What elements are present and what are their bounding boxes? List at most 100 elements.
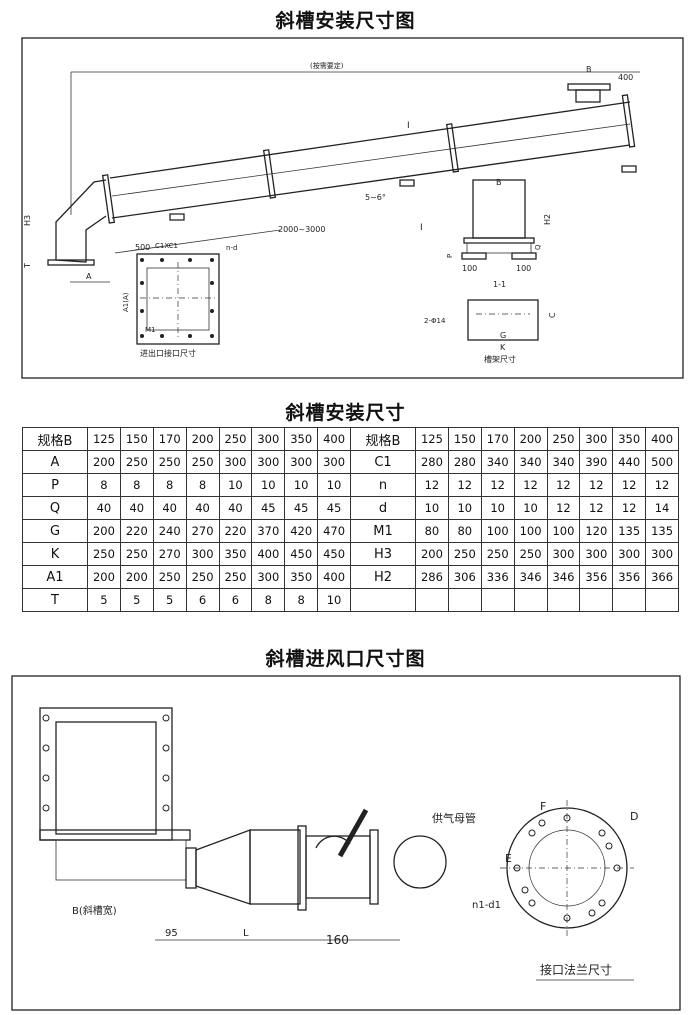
table-cell: 300	[185, 542, 220, 566]
label-h3: H3	[23, 215, 32, 226]
table-cell: 12	[415, 473, 449, 497]
table-cell: 10	[317, 473, 351, 497]
table-cell: 240	[152, 519, 187, 543]
table-cell: 500	[645, 450, 679, 474]
table-cell: 270	[185, 519, 220, 543]
table-cell: 440	[612, 450, 647, 474]
table-cell: 10	[251, 473, 286, 497]
row-label: T	[22, 588, 88, 612]
size-header: 350	[612, 427, 647, 451]
table-cell: 300	[317, 450, 351, 474]
dim-500: 500	[135, 243, 150, 252]
label-d: D	[630, 810, 638, 823]
air-inlet-pipe	[185, 808, 447, 911]
label-supply-pipe: 供气母管	[432, 811, 476, 825]
header-label: 规格B	[350, 427, 416, 451]
port-flange-view	[136, 253, 220, 345]
size-header: 400	[645, 427, 679, 451]
size-header: 200	[185, 427, 220, 451]
table-cell: 45	[251, 496, 286, 520]
size-header: 170	[480, 427, 515, 451]
label-a: A	[86, 272, 92, 281]
table-cell: 40	[152, 496, 187, 520]
size-header: 150	[119, 427, 154, 451]
label-n-d: n-d	[226, 244, 237, 252]
size-header: 170	[152, 427, 187, 451]
size-header: 350	[284, 427, 319, 451]
table-cell: 200	[87, 519, 121, 543]
row-label: P	[22, 473, 88, 497]
table-cell: 280	[415, 450, 449, 474]
dim-100-right: 100	[516, 264, 531, 273]
table-cell: 470	[317, 519, 351, 543]
table-cell: 12	[546, 496, 581, 520]
label-holes: 2-Φ14	[424, 317, 446, 325]
dim-400: 400	[618, 73, 633, 82]
table-cell: 200	[119, 565, 154, 589]
label-b: B	[586, 65, 592, 74]
empty-cell	[350, 588, 416, 612]
table-cell: 10	[447, 496, 482, 520]
label-e: E	[505, 852, 512, 865]
section-label: 1-1	[493, 280, 506, 289]
table-cell: 12	[447, 473, 482, 497]
table-cell: 12	[513, 473, 548, 497]
drawing-frame	[21, 37, 684, 379]
install-table-title: 斜槽安装尺寸	[285, 402, 406, 424]
table-cell: 100	[546, 519, 581, 543]
table-cell: 6	[218, 588, 253, 612]
overall-length-note: (按需要定)	[310, 61, 344, 70]
flange-view	[500, 800, 634, 936]
table-cell: 300	[284, 450, 319, 474]
table-cell: 250	[152, 565, 187, 589]
table-cell: 12	[579, 473, 614, 497]
drawing-frame-2	[11, 675, 681, 1011]
table-cell: 450	[317, 542, 351, 566]
table-cell: 10	[513, 496, 548, 520]
section-view	[461, 179, 539, 341]
empty-cell	[645, 588, 679, 612]
table-cell: 270	[152, 542, 187, 566]
table-cell: 8	[284, 588, 319, 612]
table-cell: 8	[152, 473, 187, 497]
row-label: G	[22, 519, 88, 543]
table-cell: 370	[251, 519, 286, 543]
table-cell: 135	[612, 519, 647, 543]
install-drawing-title: 斜槽安装尺寸图	[275, 10, 416, 32]
table-cell: 336	[480, 565, 515, 589]
table-cell: 8	[185, 473, 220, 497]
row-label: n	[350, 473, 416, 497]
row-label: C1	[350, 450, 416, 474]
table-cell: 390	[579, 450, 614, 474]
table-cell: 80	[447, 519, 482, 543]
table-cell: 450	[284, 542, 319, 566]
size-header: 250	[546, 427, 581, 451]
label-m1: M1	[145, 326, 156, 334]
label-f: F	[540, 800, 546, 813]
slope-angle: 5~6°	[365, 193, 386, 202]
table-cell: 200	[87, 565, 121, 589]
row-label: H2	[350, 565, 416, 589]
empty-cell	[480, 588, 515, 612]
row-label: d	[350, 496, 416, 520]
table-cell: 356	[612, 565, 647, 589]
table-cell: 10	[415, 496, 449, 520]
size-header: 150	[447, 427, 482, 451]
table-cell: 350	[284, 565, 319, 589]
table-cell: 300	[218, 450, 253, 474]
empty-cell	[612, 588, 647, 612]
table-cell: 8	[119, 473, 154, 497]
label-q: Q	[534, 244, 542, 250]
section-mark-bottom: I	[420, 223, 423, 233]
table-cell: 45	[317, 496, 351, 520]
table-cell: 220	[119, 519, 154, 543]
table-cell: 135	[645, 519, 679, 543]
port-caption: 进出口接口尺寸	[140, 348, 196, 358]
table-cell: 300	[546, 542, 581, 566]
dim-2000-3000: 2000~3000	[278, 225, 325, 234]
